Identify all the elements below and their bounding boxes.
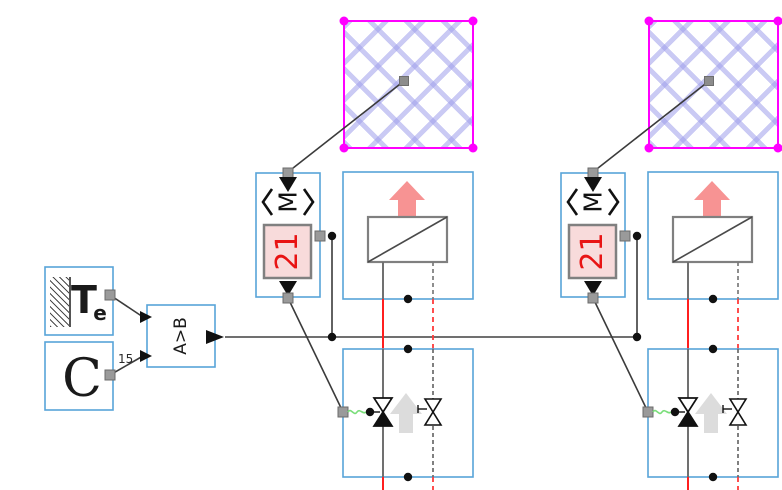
green-connector-squiggle: [347, 409, 367, 415]
junction-dot[interactable]: [327, 231, 337, 241]
actuator-junction-dot[interactable]: [365, 407, 375, 417]
room-center-port-square[interactable]: [399, 76, 409, 86]
setpoint-display-box: [262, 223, 313, 280]
angle-bracket-left-icon: [261, 188, 274, 216]
valve-bottom-fluid-port-dot[interactable]: [403, 472, 413, 482]
valve-top-fluid-port-dot[interactable]: [403, 344, 413, 354]
heat-exchanger-diagonal: [367, 216, 448, 263]
setpoint-value: 21: [270, 232, 305, 270]
angle-bracket-right-icon: [302, 188, 315, 216]
room-corner-handle[interactable]: [339, 16, 349, 26]
room-corner-handle[interactable]: [339, 143, 349, 153]
bypass-valve-lower-icon[interactable]: [423, 410, 443, 426]
bus-junction-dot[interactable]: [327, 332, 337, 342]
te-label-subscript: e: [93, 301, 107, 325]
motor-valve-letter: M: [274, 191, 303, 213]
te-sensor-block[interactable]: [44, 266, 114, 336]
valve-box-left-port-square[interactable]: [337, 406, 349, 418]
motor-valve-top-port-square[interactable]: [282, 167, 294, 179]
comparator-output-port[interactable]: [206, 330, 224, 344]
radiator-circuit-1[interactable]: M 21: [255, 16, 478, 490]
heat-up-arrow-icon: [389, 181, 425, 216]
room-corner-handle[interactable]: [468, 143, 478, 153]
two-way-valve-upper-icon[interactable]: [372, 397, 394, 414]
room-to-valve-signal-line[interactable]: [287, 80, 405, 173]
constant-value-label: 15: [118, 352, 133, 366]
motor-valve-input-triangle-icon: [279, 177, 297, 192]
control-blocks: T e C 15 A>B: [44, 266, 224, 411]
radiator-circuit-2[interactable]: [559, 15, 782, 490]
comparator-input-a-port[interactable]: [140, 311, 152, 323]
two-way-valve-lower-icon[interactable]: [372, 410, 394, 427]
constant-label: C: [62, 349, 102, 409]
room-corner-handle[interactable]: [468, 16, 478, 26]
te-output-port-square[interactable]: [104, 289, 116, 301]
motor-valve-right-port-square[interactable]: [314, 230, 326, 242]
actuator-signal-line[interactable]: [287, 297, 344, 413]
emitter-bottom-fluid-port-dot[interactable]: [403, 294, 413, 304]
flow-up-arrow-icon: [390, 393, 422, 433]
motor-valve-bottom-port-square[interactable]: [282, 292, 294, 304]
room-zone-block[interactable]: [343, 20, 474, 149]
te-sensor-wall-hatch-icon: [50, 277, 71, 327]
constant-output-port-square[interactable]: [104, 369, 116, 381]
comparator-label: A>B: [171, 317, 191, 355]
bypass-valve-upper-icon[interactable]: [423, 398, 443, 414]
te-label: T: [71, 278, 97, 322]
motor-valve-output-triangle-icon: [279, 281, 297, 296]
comparator-input-b-port[interactable]: [140, 350, 152, 362]
